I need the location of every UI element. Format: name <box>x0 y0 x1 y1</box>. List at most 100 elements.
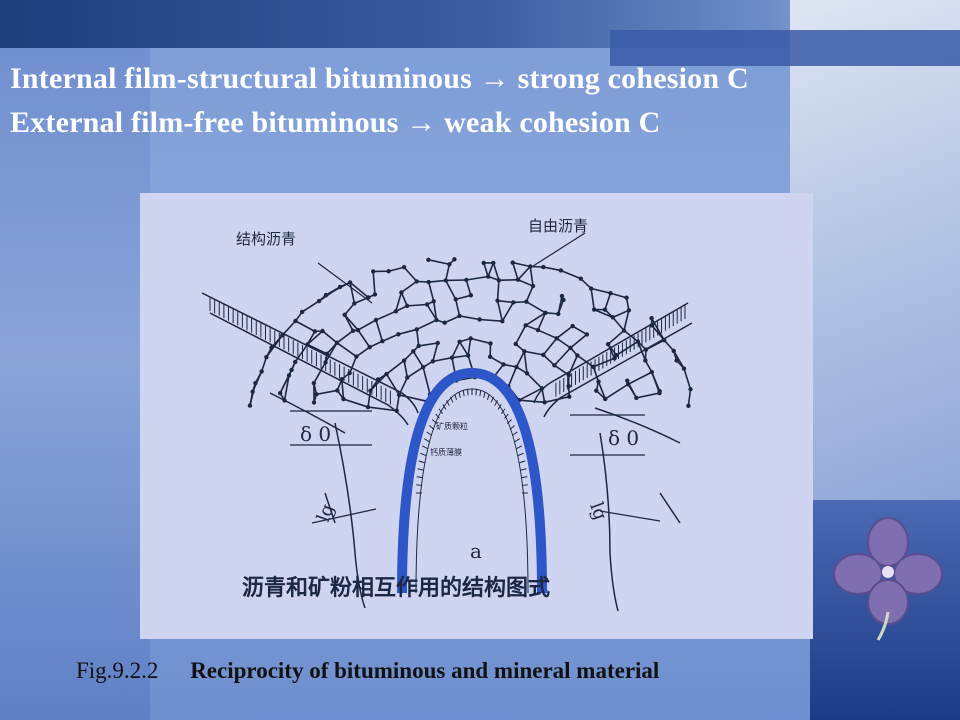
network-node <box>485 274 491 279</box>
network-node <box>621 328 627 333</box>
network-strand <box>612 309 630 319</box>
network-strand <box>593 308 614 319</box>
network-strand <box>498 278 518 282</box>
film-tick <box>519 460 526 464</box>
network-node <box>442 320 447 325</box>
label-a: a <box>470 539 482 563</box>
label-lg-left: lg <box>313 501 339 524</box>
network-strand <box>426 304 438 321</box>
network-node <box>434 317 439 323</box>
network-strand <box>627 371 653 385</box>
label-mineral-particle: 矿质颗粒 <box>436 421 468 431</box>
network-node <box>259 369 264 374</box>
network-node <box>414 279 419 284</box>
network-node <box>561 297 566 303</box>
network-node <box>568 345 573 351</box>
figure-chinese-caption: 沥青和矿粉相互作用的结构图式 <box>242 575 550 601</box>
network-strand <box>590 288 595 310</box>
network-strand <box>518 387 543 401</box>
network-node <box>312 329 318 334</box>
network-node <box>671 348 676 354</box>
network-node <box>530 283 536 289</box>
network-strand <box>627 383 638 399</box>
film-tick <box>454 393 458 400</box>
network-strand <box>524 350 544 356</box>
network-strand <box>406 366 424 379</box>
network-node <box>342 312 347 318</box>
network-strand <box>422 366 431 395</box>
network-strand <box>432 301 438 321</box>
network-node <box>352 301 357 306</box>
network-node <box>524 299 529 304</box>
network-node <box>396 332 401 337</box>
network-node <box>524 371 530 376</box>
calcium-film-ticks <box>416 389 528 494</box>
network-strand <box>281 320 297 336</box>
film-tick <box>458 391 461 398</box>
network-node <box>523 323 528 328</box>
network-node <box>365 404 371 410</box>
network-node <box>380 339 385 344</box>
network-strand <box>556 337 571 349</box>
network-node <box>430 359 436 364</box>
network-node <box>588 286 594 291</box>
network-strand <box>306 330 316 345</box>
network-node <box>447 262 452 267</box>
network-strand <box>344 302 355 316</box>
diagram-drawing: 结构沥青 自由沥青 矿质颗粒 钙质薄膜 δ 0 δ 0 lg lg a 沥青和矿… <box>201 217 693 612</box>
network-strand <box>542 354 555 366</box>
network-node <box>608 291 613 296</box>
network-strand <box>306 330 324 346</box>
network-strand <box>482 262 489 277</box>
network-strand <box>612 316 625 332</box>
network-node <box>373 317 379 323</box>
network-strand <box>607 329 625 345</box>
network-strand <box>517 265 531 281</box>
network-node <box>431 299 436 304</box>
network-strand <box>519 399 545 404</box>
network-node <box>264 354 269 360</box>
network-strand <box>428 279 446 283</box>
network-strand <box>537 312 547 331</box>
network-strand <box>557 295 563 315</box>
network-strand <box>326 342 338 355</box>
network-node <box>605 341 611 347</box>
film-tick <box>494 400 498 406</box>
background-right-strip <box>610 30 960 66</box>
network-node <box>515 277 521 282</box>
network-strand <box>385 373 400 396</box>
network-node <box>420 364 426 370</box>
label-lg-right: lg <box>585 500 611 523</box>
network-node <box>311 400 317 405</box>
network-node <box>541 264 546 270</box>
network-strand <box>525 312 546 326</box>
network-strand <box>604 292 612 310</box>
film-tick <box>514 438 521 443</box>
network-node <box>556 311 561 317</box>
network-strand <box>501 302 515 322</box>
right-wedge <box>533 302 693 612</box>
network-strand <box>445 280 457 300</box>
network-node <box>253 380 258 386</box>
network-strand <box>375 319 384 342</box>
mineral-particle-arc <box>397 367 547 594</box>
network-strand <box>523 351 528 374</box>
film-tick <box>462 390 465 397</box>
network-node <box>566 383 571 389</box>
network-strand <box>407 303 428 307</box>
network-node <box>247 403 253 408</box>
network-node <box>404 303 410 309</box>
network-node <box>626 308 632 313</box>
network-node <box>396 392 402 398</box>
film-tick <box>509 425 515 430</box>
network-strand <box>313 361 327 384</box>
network-strand <box>663 339 675 352</box>
network-strand <box>382 333 399 342</box>
network-strand <box>400 280 418 294</box>
network-node <box>603 396 608 402</box>
network-node <box>643 358 648 363</box>
network-node <box>386 269 391 274</box>
network-strand <box>616 340 639 356</box>
network-node <box>370 269 376 274</box>
network-strand <box>470 337 491 345</box>
